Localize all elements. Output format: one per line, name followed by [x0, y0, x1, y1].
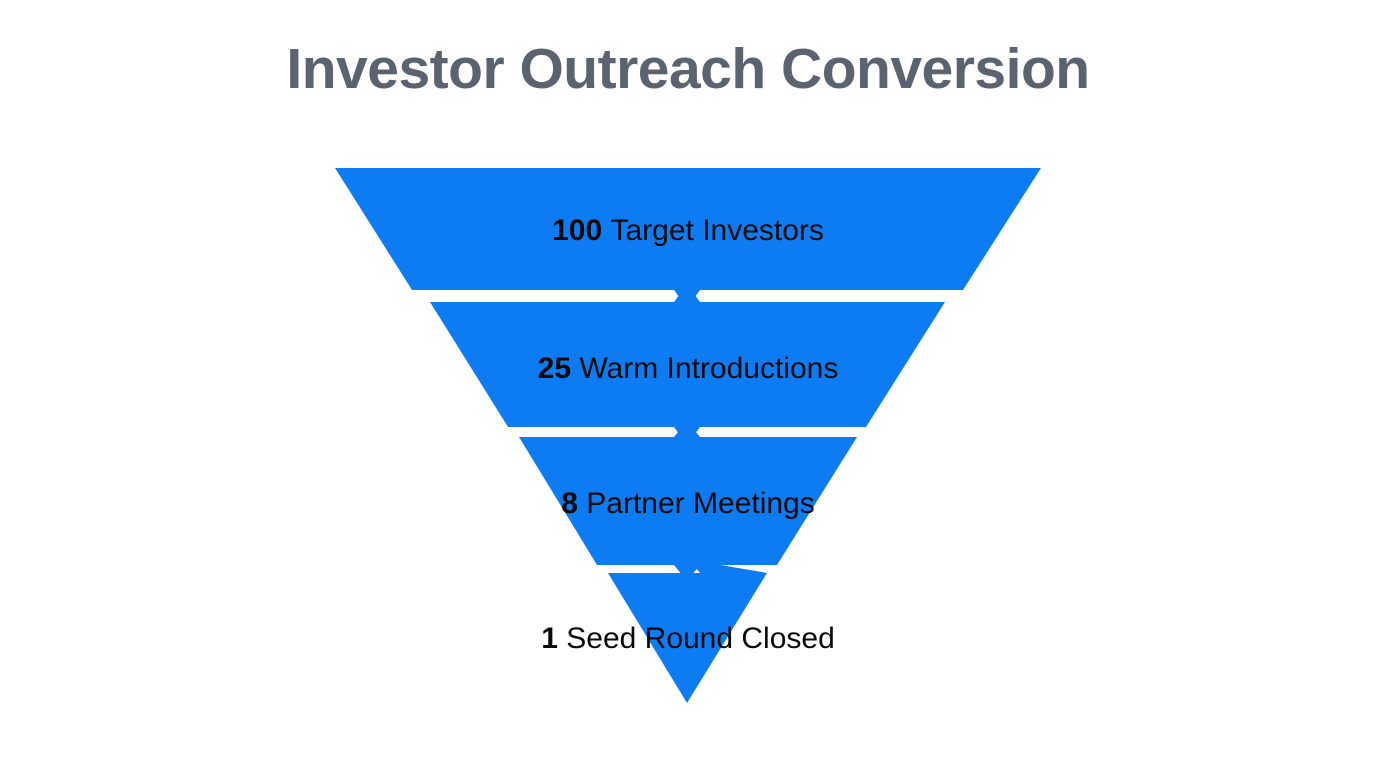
funnel-name-4: Seed Round Closed: [566, 622, 835, 655]
funnel-segment-2: [430, 284, 945, 445]
chart-title: Investor Outreach Conversion: [286, 37, 1090, 101]
funnel-name-2: Warm Introductions: [579, 352, 839, 385]
funnel-label-1: 100 Target Investors: [0, 216, 1376, 246]
funnel-segments: [335, 168, 1041, 703]
funnel-value-2: 25: [537, 352, 572, 385]
funnel-name-3: Partner Meetings: [586, 487, 815, 520]
funnel-label-3: 8 Partner Meetings: [0, 489, 1376, 519]
funnel-segment-4: [608, 557, 767, 703]
funnel-label-2: 25 Warm Introductions: [0, 354, 1376, 384]
funnel-label-4: 1 Seed Round Closed: [0, 624, 1376, 654]
funnel-segment-1: [335, 168, 1041, 308]
funnel-name-1: Target Investors: [610, 214, 824, 247]
funnel-value-4: 1: [541, 622, 558, 655]
funnel-value-1: 100: [552, 214, 603, 247]
funnel-value-3: 8: [561, 487, 578, 520]
funnel-segment-3: [519, 421, 857, 581]
